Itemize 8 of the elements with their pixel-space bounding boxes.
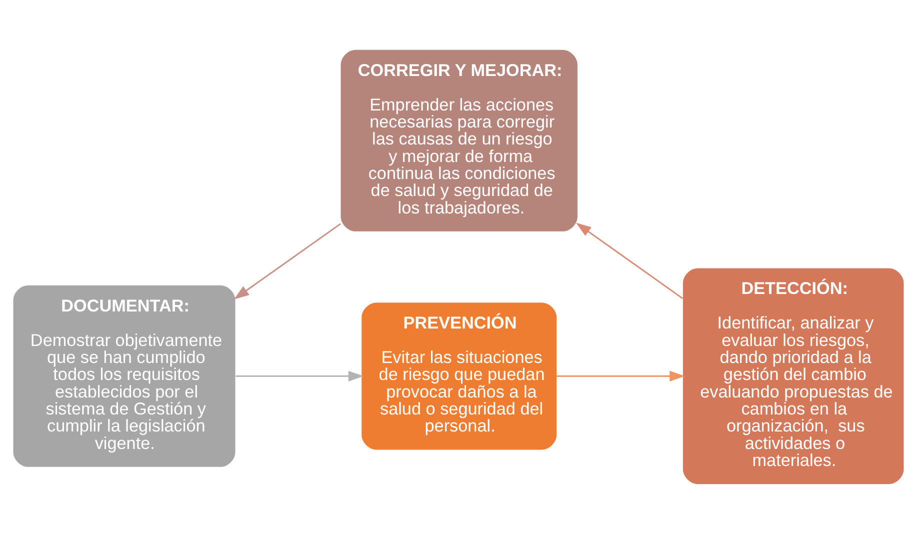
node-box: CORREGIR Y MEJORAR: Emprender las acciones necesarias para corregir las causas de un riesgo y mejorar de forma continua las condiciones de salud y seguridad de los trabajadores.	[340, 50, 578, 232]
node-box: PREVENCIÓN Evitar las situaciones de riesgo que puedan provocar daños a la salud o seguridad del personal.	[362, 302, 557, 450]
arrow	[556, 370, 685, 382]
node-box: DOCUMENTAR: Demostrar objetivamente que se han cumplido todos los requisitos establecidos por el sistema de Gestión y cumplir la legislación vigente.	[13, 285, 236, 467]
node-box: DETECCIÓN: Identificar, analizar y evaluar los riesgos, dando prioridad a la gestión del cambio evaluando propuestas de cambios en la organización, sus actividades o materiales.	[682, 268, 904, 484]
arrow	[234, 223, 341, 300]
arrow	[236, 370, 364, 382]
arrow	[576, 222, 684, 300]
